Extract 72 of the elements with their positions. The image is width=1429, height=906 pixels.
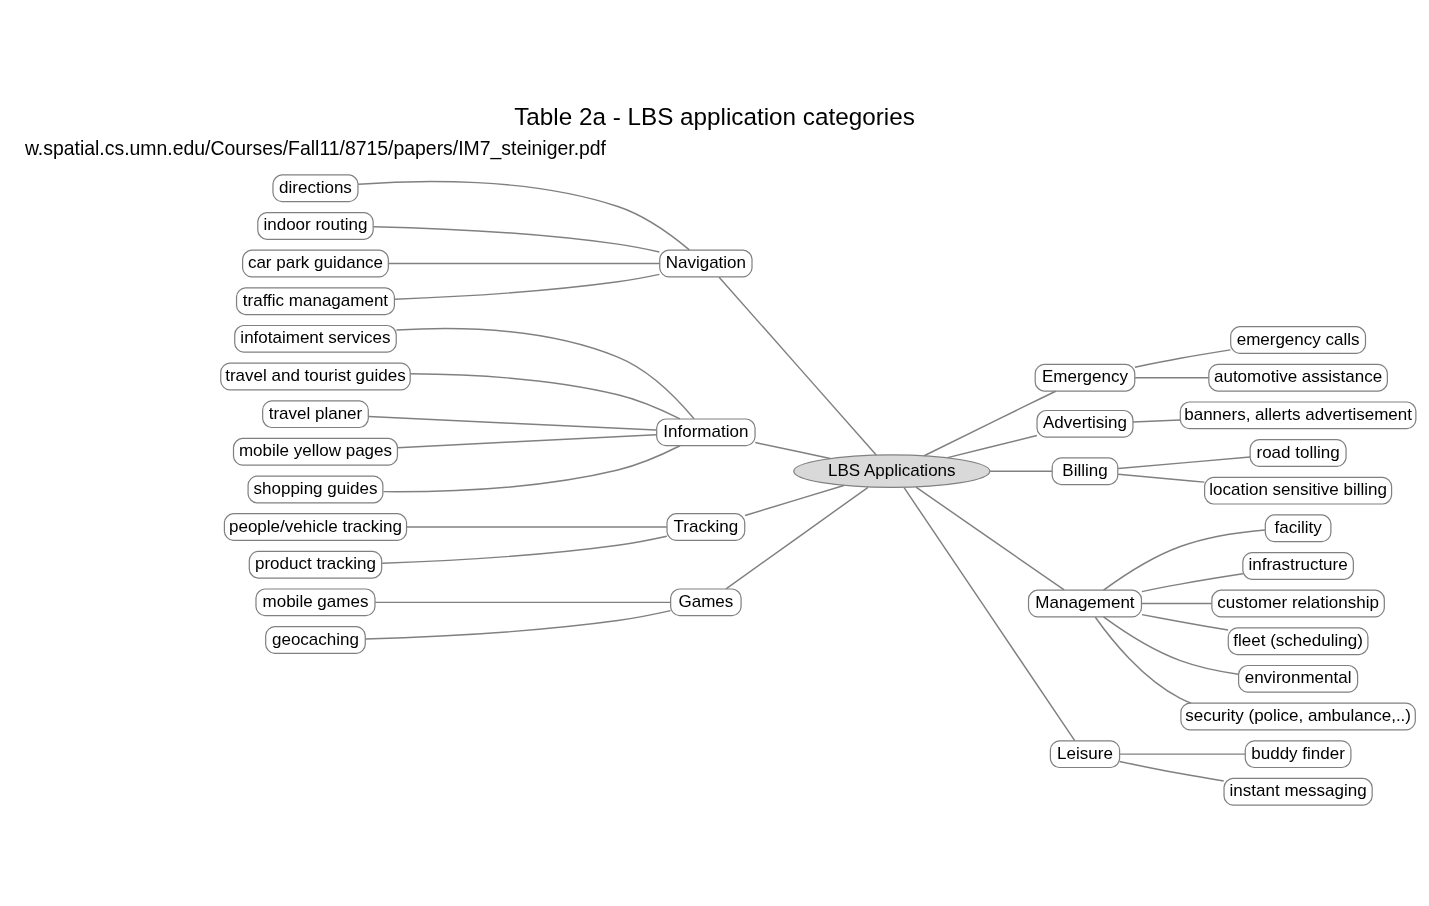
node-box: emergency calls — [1230, 326, 1367, 355]
connector — [946, 434, 1038, 459]
node-box: Games — [670, 588, 742, 617]
connector — [915, 486, 1065, 591]
node-box: Navigation — [659, 249, 753, 278]
connector — [1134, 376, 1210, 379]
connector — [1132, 419, 1181, 423]
connector — [395, 327, 695, 420]
node-box: Advertising — [1036, 409, 1134, 438]
connector — [381, 535, 668, 564]
connector — [1102, 529, 1266, 591]
node-box: buddy finder — [1244, 740, 1352, 769]
connector — [405, 526, 668, 528]
node-box: Billing — [1051, 457, 1119, 486]
node-box: travel planer — [262, 400, 369, 429]
connector — [754, 441, 831, 460]
node-box: customer relationship — [1211, 589, 1385, 618]
connector — [1140, 602, 1213, 605]
node-box: banners, allerts advertisement — [1179, 401, 1417, 430]
node-box: Information — [656, 418, 756, 447]
connector — [1094, 616, 1192, 704]
node-box: shopping guides — [247, 475, 384, 504]
node-box: instant messaging — [1223, 777, 1373, 806]
node-box: Tracking — [666, 513, 746, 542]
node-box: mobile games — [255, 588, 376, 617]
connector — [1134, 349, 1232, 368]
node-box: product tracking — [248, 550, 383, 579]
connector — [1118, 760, 1225, 782]
node-box: people/vehicle tracking — [223, 513, 408, 542]
connector — [1102, 616, 1239, 675]
node-box: location sensitive billing — [1204, 476, 1393, 505]
connector — [903, 486, 1076, 742]
node-box: Emergency — [1034, 363, 1136, 392]
connector — [374, 601, 672, 604]
connector — [1117, 473, 1206, 483]
node-ellipse: LBS Applications — [793, 454, 991, 489]
node-box: facility — [1264, 514, 1332, 543]
connector — [396, 434, 658, 449]
node-box: environmental — [1238, 664, 1359, 693]
node-box: mobile yellow pages — [232, 437, 399, 466]
connector — [718, 276, 877, 456]
connector — [367, 415, 657, 431]
node-box: infotaiment services — [234, 324, 397, 353]
connector — [372, 225, 661, 253]
node-box: Leisure — [1049, 740, 1121, 769]
connector — [393, 273, 661, 300]
connector — [725, 486, 869, 590]
node-box: road tolling — [1249, 439, 1347, 467]
node-box: traffic managament — [235, 287, 395, 316]
connector — [364, 609, 672, 640]
node-box: automotive assistance — [1208, 363, 1388, 392]
node-box: travel and tourist guides — [220, 362, 411, 391]
connector — [357, 180, 691, 251]
connector — [1119, 753, 1246, 755]
node-box: fleet (scheduling) — [1227, 627, 1369, 656]
connector — [989, 470, 1053, 472]
connector — [382, 445, 681, 493]
connector — [388, 262, 661, 265]
label: w.spatial.cs.umn.edu/Courses/Fall11/8715/papers/IM7_steiniger.pdf — [24, 137, 607, 160]
node-box: infrastructure — [1242, 551, 1354, 580]
node-box: geocaching — [265, 626, 366, 654]
connector — [1117, 456, 1251, 470]
node-box: security (police, ambulance,..) — [1180, 702, 1416, 731]
connector — [409, 373, 681, 420]
connector — [744, 484, 845, 517]
node-box: Management — [1027, 589, 1143, 618]
node-box: directions — [272, 174, 359, 203]
node-box: indoor routing — [257, 211, 374, 240]
node-box: car park guidance — [242, 249, 389, 278]
diagram-title: Table 2a - LBS application categories — [514, 103, 915, 131]
connector — [1141, 613, 1229, 631]
connector — [1141, 573, 1244, 593]
